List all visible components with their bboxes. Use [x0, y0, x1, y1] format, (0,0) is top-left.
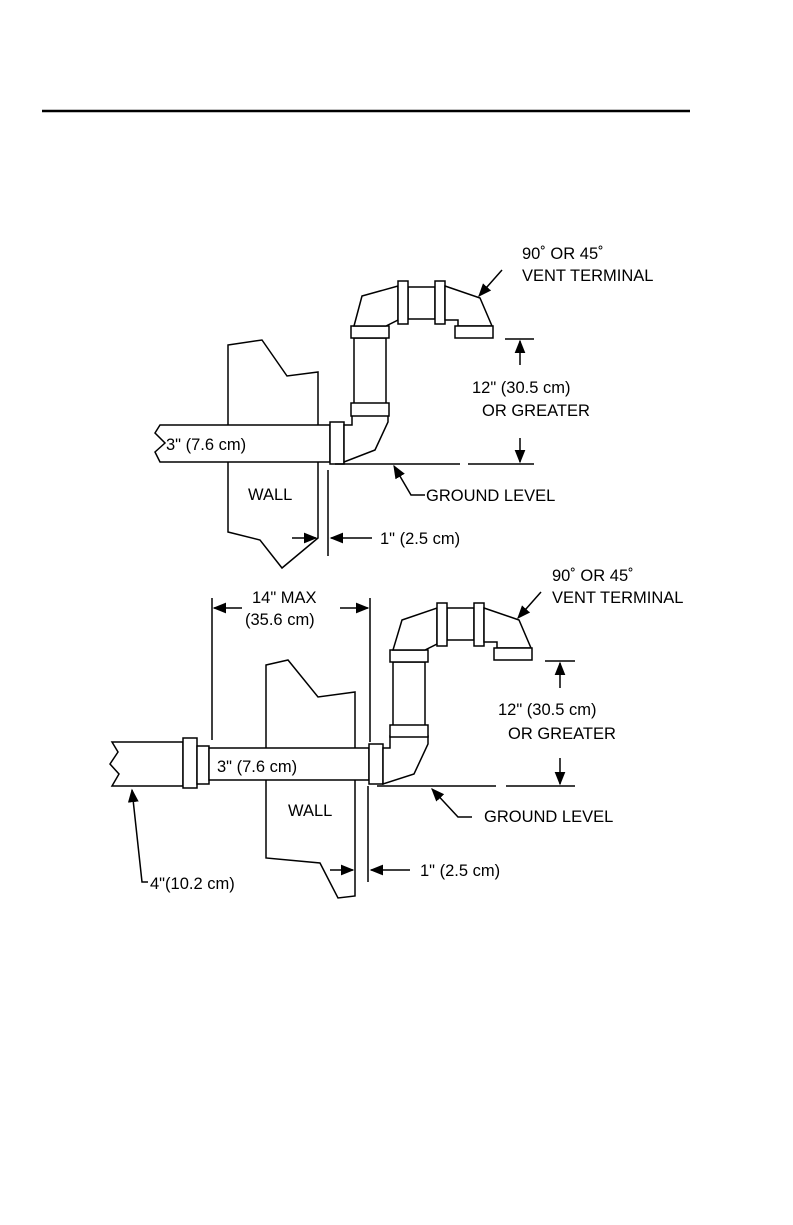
bottom-clearance-label-1: 12" (30.5 cm) — [498, 701, 596, 719]
top-riser-coupling-upper — [351, 326, 389, 338]
top-ground-leader — [394, 466, 425, 495]
bottom-figure: 90˚ OR 45˚ VENT TERMINAL 14" MAX (35.6 c… — [110, 567, 683, 898]
top-upper-elbow — [354, 286, 398, 326]
top-clearance-label-2: OR GREATER — [482, 402, 590, 420]
bottom-reducer-label: 4"(10.2 cm) — [150, 875, 235, 893]
bottom-riser-coupling-upper — [390, 650, 428, 662]
top-terminal-leader — [479, 270, 502, 296]
top-terminal-outlet — [455, 326, 493, 338]
top-terminal-label-2: VENT TERMINAL — [522, 267, 653, 285]
bottom-vertical-riser — [393, 662, 425, 728]
bottom-terminal-outlet — [494, 648, 532, 660]
top-upper-pipe — [408, 287, 435, 319]
bottom-reducer-step — [197, 746, 209, 784]
bottom-lower-elbow — [383, 736, 428, 784]
bottom-ground-label: GROUND LEVEL — [484, 808, 613, 826]
top-pipe-coupling — [330, 422, 344, 464]
top-vertical-riser — [354, 338, 386, 406]
bottom-terminal-leader — [518, 592, 541, 618]
bottom-max-label-2: (35.6 cm) — [245, 611, 315, 629]
bottom-wall-label: WALL — [288, 802, 332, 820]
top-upper-coupling-left — [398, 281, 408, 324]
bottom-max-label-1: 14" MAX — [252, 589, 317, 607]
top-wall-label: WALL — [248, 486, 292, 504]
bottom-clearance-label-2: OR GREATER — [508, 725, 616, 743]
top-upper-coupling-right — [435, 281, 445, 324]
bottom-upper-coupling-right — [474, 603, 484, 646]
top-ground-label: GROUND LEVEL — [426, 487, 555, 505]
bottom-upper-pipe — [447, 608, 474, 640]
top-figure: 90˚ OR 45˚ VENT TERMINAL 12" (30.5 cm) O… — [155, 245, 653, 568]
bottom-upper-elbow — [393, 608, 437, 650]
bottom-pipe-label: 3" (7.6 cm) — [217, 758, 297, 776]
bottom-large-pipe — [110, 742, 183, 786]
bottom-terminal-label-1: 90˚ OR 45˚ — [552, 567, 634, 585]
top-pipe-label: 3" (7.6 cm) — [166, 436, 246, 454]
bottom-terminal-elbow — [484, 608, 531, 648]
top-terminal-label-1: 90˚ OR 45˚ — [522, 245, 604, 263]
top-offset-label: 1" (2.5 cm) — [380, 530, 460, 548]
bottom-offset-label: 1" (2.5 cm) — [420, 862, 500, 880]
top-riser-coupling-lower — [351, 403, 389, 416]
bottom-ground-leader — [432, 789, 472, 817]
bottom-pipe-coupling — [369, 744, 383, 784]
top-terminal-elbow — [445, 286, 492, 326]
bottom-reducer-leader — [132, 790, 148, 882]
top-lower-elbow — [344, 415, 388, 462]
bottom-riser-coupling-lower — [390, 725, 428, 737]
bottom-terminal-label-2: VENT TERMINAL — [552, 589, 683, 607]
bottom-upper-coupling-left — [437, 603, 447, 646]
bottom-reducer-coupling — [183, 738, 197, 788]
top-clearance-label-1: 12" (30.5 cm) — [472, 379, 570, 397]
